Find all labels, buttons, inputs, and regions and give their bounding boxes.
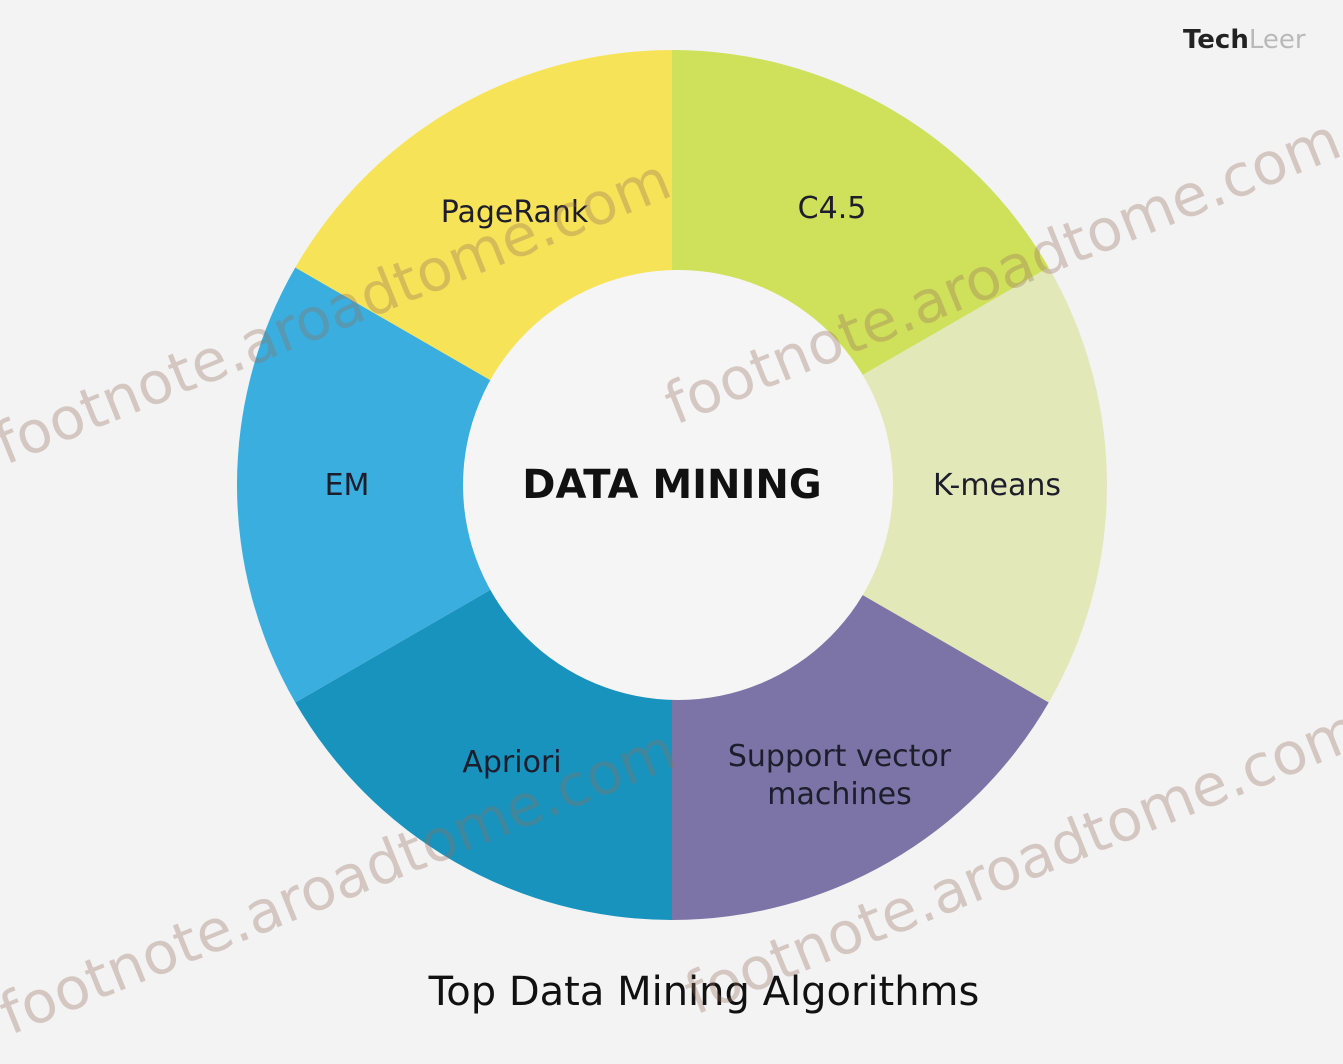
segment-label-line: Apriori [462, 745, 561, 780]
segment-label-line: EM [325, 468, 370, 503]
segment-label-em: EM [325, 468, 370, 503]
segment-label-line: K-means [933, 468, 1061, 503]
segment-label-c45: C4.5 [798, 191, 867, 226]
segment-label-kmeans: K-means [933, 468, 1061, 503]
center-circle [463, 270, 893, 700]
segment-kmeans [849, 267, 1107, 703]
segment-label-line: Support vector [728, 739, 952, 774]
segment-label-line: C4.5 [798, 191, 867, 226]
brand-logo-part1: Tech [1183, 25, 1249, 55]
center-title: DATA MINING [522, 462, 821, 508]
segment-label-pagerank: PageRank [441, 195, 589, 230]
segment-label-apriori: Apriori [462, 745, 561, 780]
brand-logo-part2: Leer [1249, 25, 1306, 55]
segment-em [236, 267, 495, 703]
segment-label-line: machines [767, 777, 912, 812]
diagram-caption: Top Data Mining Algorithms [428, 969, 980, 1015]
segment-label-line: PageRank [441, 195, 589, 230]
brand-logo: TechLeer [1183, 25, 1306, 55]
